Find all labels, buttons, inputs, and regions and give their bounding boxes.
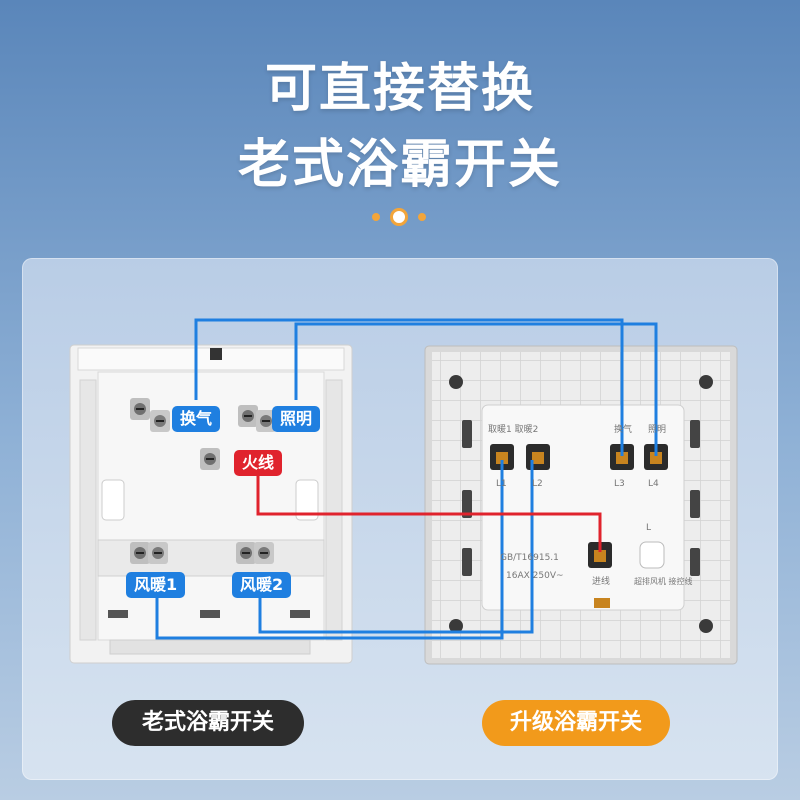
decorative-dots — [370, 207, 430, 227]
blue-wires — [155, 318, 658, 640]
label-heater-1: 风暖1 — [126, 572, 186, 598]
marking-in: 进线 — [592, 575, 610, 587]
old-switch-back — [69, 344, 353, 664]
marking-l1: L1 — [496, 479, 507, 489]
headline-line-1: 可直接替换 — [264, 59, 535, 119]
new-switch-caption: 升级浴霸开关 — [482, 700, 670, 746]
marking-l: L — [646, 523, 651, 533]
label-ventilation: 换气 — [172, 406, 221, 432]
old-terminal-screws — [130, 398, 276, 564]
new-terminals — [490, 444, 668, 608]
marking-note: 超排风机 接控线 — [634, 576, 693, 586]
headline-line-2: 老式浴霸开关 — [237, 135, 562, 195]
marking-rating: 16AX 250V~ — [506, 571, 564, 581]
new-switch-back — [424, 345, 738, 665]
label-heater-2: 风暖2 — [232, 572, 292, 598]
marking-standard: GB/T16915.1 — [500, 553, 559, 563]
marking-l2: L2 — [532, 479, 543, 489]
marking-vent: 换气 — [614, 423, 632, 435]
label-live-wire: 火线 — [234, 450, 283, 476]
red-wire — [256, 472, 602, 552]
new-switch-markings: 取暖1 取暖2 换气 照明 L1 L2 L3 L4 L GB/T16915.1 … — [488, 423, 693, 587]
label-lighting: 照明 — [272, 406, 321, 432]
marking-l3: L3 — [614, 479, 625, 489]
marking-light: 照明 — [648, 424, 666, 435]
old-switch-caption: 老式浴霸开关 — [112, 700, 304, 746]
marking-l4: L4 — [648, 479, 659, 489]
marking-top-left: 取暖1 取暖2 — [488, 423, 538, 435]
